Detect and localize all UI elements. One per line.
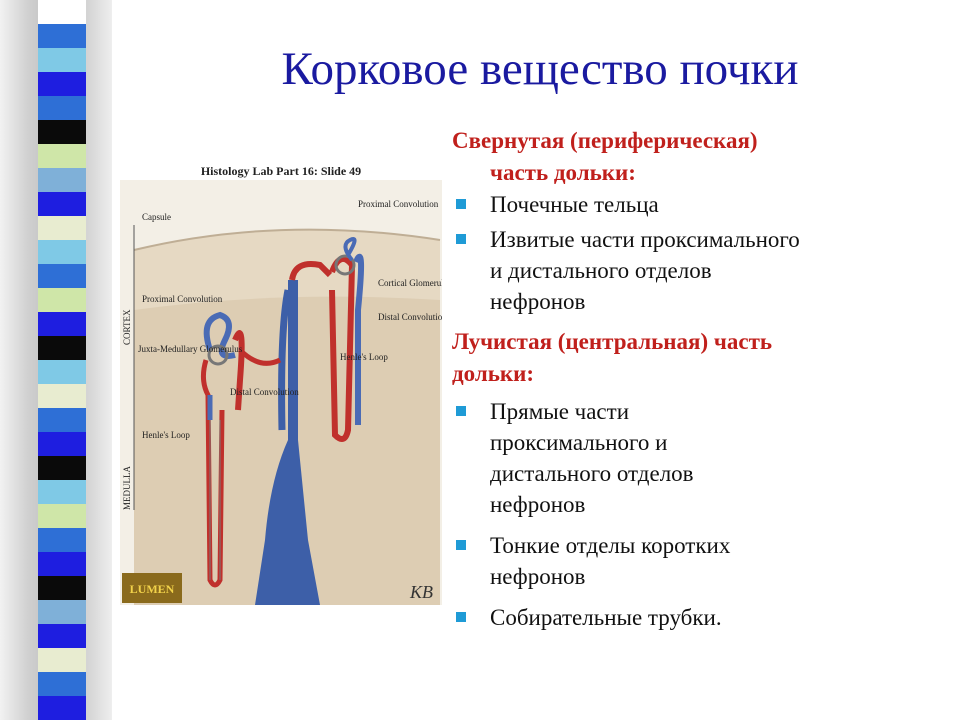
collecting-duct [255, 280, 320, 605]
capsule-line [133, 228, 441, 251]
distal-convolution-left [232, 330, 245, 411]
slide-title: Корковое вещество почки [281, 43, 799, 95]
list-item-text: нефронов [490, 564, 586, 589]
label-proximal-convolution-top: Proximal Convolution [358, 199, 439, 209]
collecting-duct-branch [278, 289, 292, 431]
label-cortical-glomerulus: Cortical Glomerulus [378, 278, 442, 288]
label-capsule: Capsule [142, 212, 171, 222]
figure-caption: Histology Lab Part 16: Slide 49 [200, 164, 362, 178]
list-item-text: Почечные тельца [490, 192, 659, 217]
decorative-stripe [38, 624, 86, 648]
section1-heading: Свернутая (периферическая) часть дольки: [452, 125, 942, 189]
list-item-text: нефронов [490, 289, 586, 314]
decorative-stripes [38, 0, 86, 720]
list-item-text: дистального отделов [490, 461, 694, 486]
section2-heading-line1: Лучистая (центральная) часть [452, 329, 773, 354]
label-proximal-convolution-left: Proximal Convolution [142, 294, 223, 304]
bullet-icon [456, 199, 466, 209]
decorative-stripe [38, 312, 86, 336]
bullet-icon [456, 612, 466, 622]
decorative-stripe [38, 528, 86, 552]
decorative-stripe [38, 648, 86, 672]
decorative-stripe [38, 384, 86, 408]
section2-list: Прямые части проксимального и дистальног… [452, 396, 942, 633]
list-item: Тонкие отделы коротких нефронов [452, 530, 942, 592]
decorative-stripe [38, 264, 86, 288]
section2-heading: Лучистая (центральная) часть дольки: [452, 326, 942, 390]
list-item-text: проксимального и [490, 430, 668, 455]
decorative-stripe [38, 336, 86, 360]
signature: KB [409, 582, 433, 602]
section1-heading-line1: Свернутая (периферическая) [452, 128, 758, 153]
bullet-icon [456, 234, 466, 244]
list-item: Извитые части проксимального и дистально… [452, 224, 942, 317]
decorative-stripe [38, 120, 86, 144]
list-item: Почечные тельца [452, 189, 942, 220]
list-item-text: и дистального отделов [490, 258, 712, 283]
decorative-stripe [38, 240, 86, 264]
decorative-stripe [38, 504, 86, 528]
distal-tubule-right [289, 261, 333, 281]
decorative-stripe [38, 48, 86, 72]
label-henles-loop-left: Henle's Loop [142, 430, 190, 440]
decorative-stripe [38, 432, 86, 456]
lumen-logo-box [122, 573, 182, 603]
decorative-stripe [38, 216, 86, 240]
list-item-text: нефронов [490, 492, 586, 517]
decorative-stripe [38, 144, 86, 168]
decorative-stripe [38, 24, 86, 48]
decorative-stripe [38, 288, 86, 312]
decorative-stripe [38, 192, 86, 216]
decorative-stripe [38, 408, 86, 432]
decorative-stripe [38, 456, 86, 480]
decorative-sidebar [0, 0, 112, 720]
list-item-text: Тонкие отделы коротких [490, 533, 731, 558]
label-cortex: CORTEX [122, 309, 132, 345]
label-distal-convolution-left: Distal Convolution [230, 387, 299, 397]
juxtamedullary-glomerulus-shape [207, 344, 229, 366]
list-item-text: Собирательные трубки. [490, 605, 722, 630]
decorative-stripe [38, 168, 86, 192]
section1-list: Почечные тельца Извитые части проксималь… [452, 189, 942, 317]
nephron-illustration: Capsule CORTEX MEDULLA Proximal Convolut… [120, 180, 442, 605]
decorative-stripe [38, 96, 86, 120]
list-item: Прямые части проксимального и дистальног… [452, 396, 942, 520]
decorative-stripe [38, 696, 86, 720]
list-item-text: Извитые части проксимального [490, 227, 800, 252]
label-henles-loop-right: Henle's Loop [340, 352, 388, 362]
distal-connection [238, 348, 282, 366]
decorative-stripe [38, 480, 86, 504]
cortical-glomerulus-shape [334, 254, 356, 276]
decorative-stripe [38, 576, 86, 600]
decorative-stripe [38, 600, 86, 624]
decorative-stripe [38, 0, 86, 24]
henle-loop-right-blue [353, 253, 365, 425]
decorative-stripe [38, 72, 86, 96]
decorative-stripe [38, 360, 86, 384]
label-juxta-medullary: Juxta-Medullary Glomerulus [138, 344, 243, 354]
label-medulla: MEDULLA [122, 466, 132, 510]
proximal-convolution-left [203, 311, 236, 359]
proximal-convolution-right [343, 237, 357, 262]
decorative-stripe [38, 672, 86, 696]
bullet-icon [456, 406, 466, 416]
nephron-diagram: Histology Lab Part 16: Slide 49 Capsule … [120, 160, 442, 605]
section2-heading-line2: дольки: [452, 361, 535, 386]
slide-content: Свернутая (периферическая) часть дольки:… [452, 125, 942, 633]
lumen-logo-text: LUMEN [130, 582, 175, 596]
section1-heading-line2: часть дольки: [490, 160, 636, 185]
bullet-icon [456, 540, 466, 550]
list-item-text: Прямые части [490, 399, 629, 424]
label-distal-convolution-right: Distal Convolution [378, 312, 442, 322]
decorative-stripe [38, 552, 86, 576]
list-item: Собирательные трубки. [452, 602, 942, 633]
